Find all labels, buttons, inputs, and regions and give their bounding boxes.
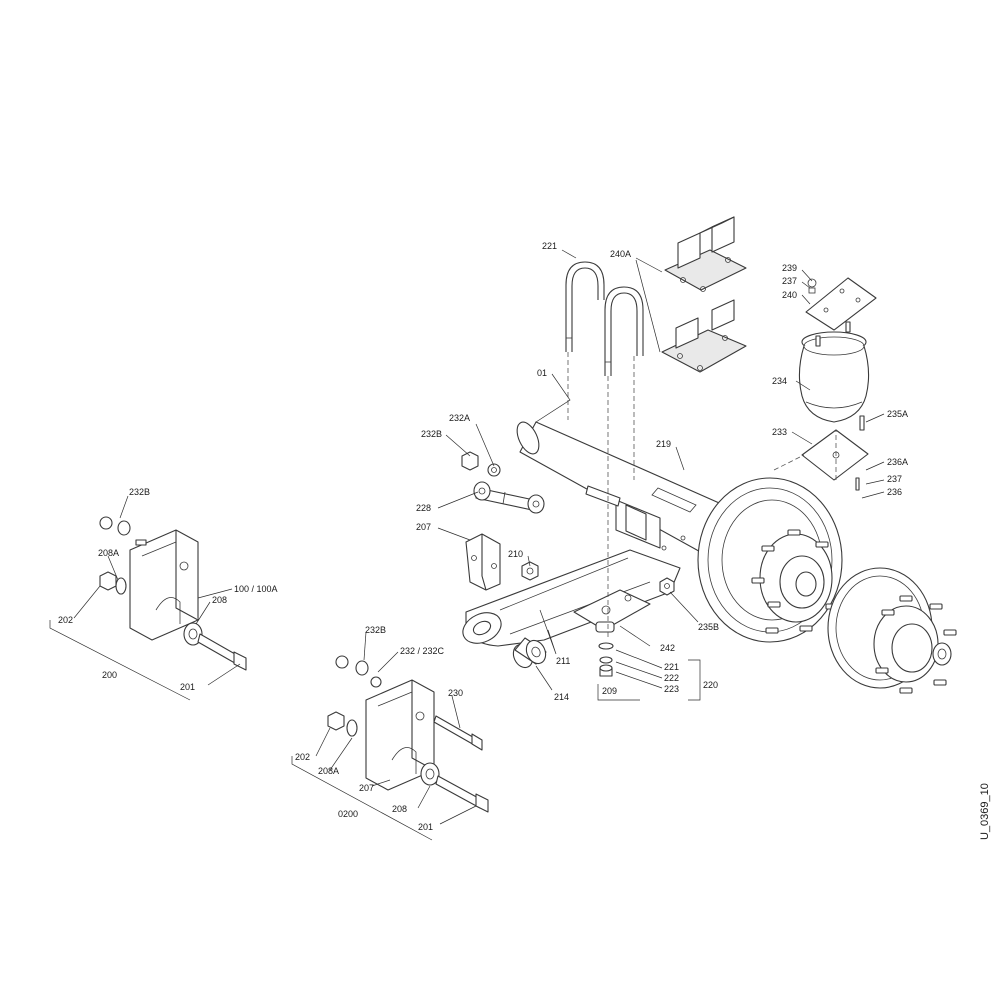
nut-washer-stack bbox=[598, 642, 614, 677]
label-221-top: 221 bbox=[542, 241, 557, 251]
label-237-top: 237 bbox=[782, 276, 797, 286]
clamp-plate bbox=[573, 589, 651, 633]
label-240A: 240A bbox=[610, 249, 631, 259]
label-01: 01 bbox=[537, 368, 547, 378]
document-id: U_0369_10 bbox=[979, 783, 991, 840]
part-labels: 221 240A 239 237 240 01 234 235A 233 219… bbox=[58, 241, 908, 832]
hanger-bracket-left bbox=[99, 516, 247, 671]
brake-disc-hub bbox=[827, 567, 957, 694]
spring-plate-lower bbox=[661, 299, 747, 373]
alignment-lines bbox=[567, 352, 837, 640]
small-bracket bbox=[465, 533, 501, 591]
leader-lines bbox=[49, 249, 885, 841]
label-236: 236 bbox=[887, 487, 902, 497]
label-0200: 0200 bbox=[338, 809, 358, 819]
label-235B: 235B bbox=[698, 622, 719, 632]
nut-210 bbox=[521, 561, 539, 581]
label-235A: 235A bbox=[887, 409, 908, 419]
label-239: 239 bbox=[782, 263, 797, 273]
label-232B-left: 232B bbox=[129, 487, 150, 497]
axle-seat-bracket bbox=[585, 485, 686, 551]
u-bolt-pair bbox=[565, 261, 644, 376]
label-207-bot: 207 bbox=[359, 783, 374, 793]
label-208A-bot: 208A bbox=[318, 766, 339, 776]
label-222: 222 bbox=[664, 673, 679, 683]
label-208-left: 208 bbox=[212, 595, 227, 605]
air-spring-top-plate bbox=[805, 277, 877, 331]
label-230: 230 bbox=[448, 688, 463, 698]
label-209: 209 bbox=[602, 686, 617, 696]
label-211: 211 bbox=[556, 656, 570, 666]
label-201-bot: 201 bbox=[418, 822, 433, 832]
label-242: 242 bbox=[660, 643, 675, 653]
label-214: 214 bbox=[554, 692, 569, 702]
label-223: 223 bbox=[664, 684, 679, 694]
label-201-left: 201 bbox=[180, 682, 195, 692]
air-bellows bbox=[798, 321, 870, 423]
label-221-bot: 221 bbox=[664, 662, 679, 672]
label-232B-mid: 232B bbox=[421, 429, 442, 439]
label-219: 219 bbox=[656, 439, 671, 449]
label-233: 233 bbox=[772, 427, 787, 437]
label-208A-left: 208A bbox=[98, 548, 119, 558]
label-210: 210 bbox=[508, 549, 523, 559]
label-208-bot: 208 bbox=[392, 804, 407, 814]
shock-absorber bbox=[473, 481, 545, 514]
label-207-mid: 207 bbox=[416, 522, 431, 532]
label-232-232C: 232 / 232C bbox=[400, 646, 445, 656]
label-100-100A: 100 / 100A bbox=[234, 584, 278, 594]
label-237-mid: 237 bbox=[887, 474, 902, 484]
label-200: 200 bbox=[102, 670, 117, 680]
trailing-arm bbox=[462, 549, 681, 647]
brake-drum-hub bbox=[697, 477, 843, 643]
spring-plate-upper bbox=[664, 216, 747, 292]
label-234: 234 bbox=[772, 376, 787, 386]
label-240: 240 bbox=[782, 290, 797, 300]
nut-235B bbox=[659, 577, 675, 596]
label-202-left: 202 bbox=[58, 615, 73, 625]
bushing bbox=[512, 637, 547, 669]
label-236A: 236A bbox=[887, 457, 908, 467]
label-232B-bot: 232B bbox=[365, 625, 386, 635]
label-228: 228 bbox=[416, 503, 431, 513]
shock-nut-pair bbox=[461, 451, 501, 477]
wheel-studs-rear bbox=[875, 595, 957, 694]
air-spring-base-plate bbox=[801, 415, 869, 491]
hanger-bracket-lower bbox=[327, 655, 489, 813]
label-202-bot: 202 bbox=[295, 752, 310, 762]
label-232A: 232A bbox=[449, 413, 470, 423]
label-220: 220 bbox=[703, 680, 718, 690]
